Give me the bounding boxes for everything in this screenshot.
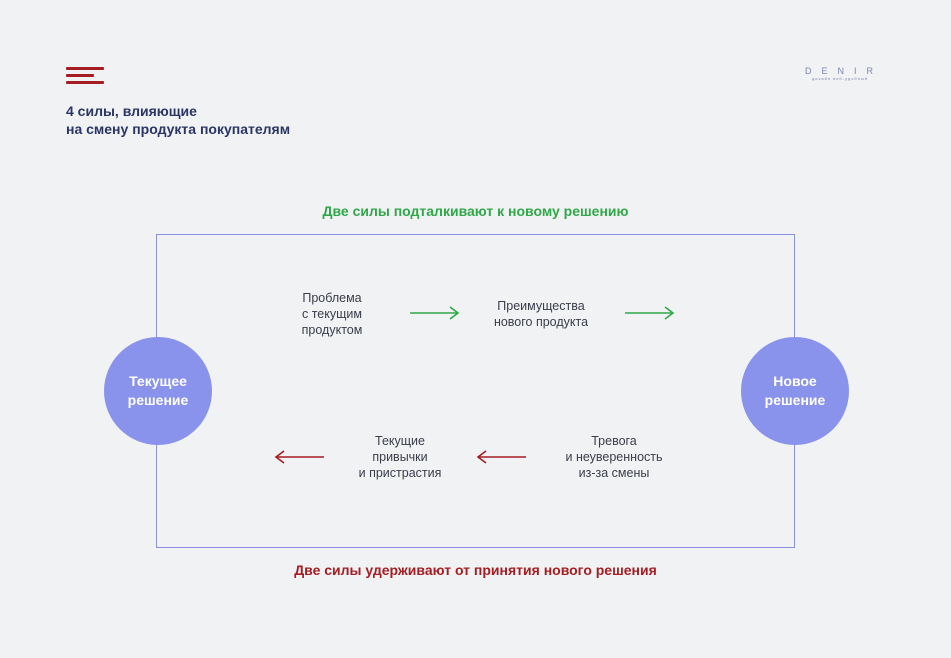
pull-arrow-2 (476, 450, 526, 464)
brand-logo: DENIR дизайн веб-удобный (790, 66, 890, 82)
push-forces-heading: Две силы подталкивают к новому решению (322, 203, 629, 219)
force-anxiety-label: Тревога и неуверенность из-за смены (565, 434, 663, 480)
forces-frame (156, 234, 795, 548)
pull-arrow-1 (274, 450, 324, 464)
current-solution-node: Текущее решение (104, 337, 212, 445)
brand-name: DENIR (804, 66, 883, 76)
page-title: 4 силы, влияющие на смену продукта покуп… (66, 102, 290, 138)
pull-forces-heading: Две силы удерживают от принятия нового р… (294, 562, 657, 578)
title-line-2: на смену продукта покупателям (66, 121, 291, 137)
force-benefits-label: Преимущества нового продукта (493, 299, 589, 329)
logo-mark (66, 67, 106, 85)
push-arrow-2 (625, 306, 675, 320)
brand-tagline: дизайн веб-удобный (811, 76, 869, 81)
title-line-1: 4 силы, влияющие (66, 103, 197, 119)
force-habits-label: Текущие привычки и пристрастия (358, 434, 442, 480)
new-solution-node: Новое решение (741, 337, 849, 445)
push-arrow-1 (410, 306, 460, 320)
force-problem-label: Проблема с текущим продуктом (301, 291, 363, 337)
